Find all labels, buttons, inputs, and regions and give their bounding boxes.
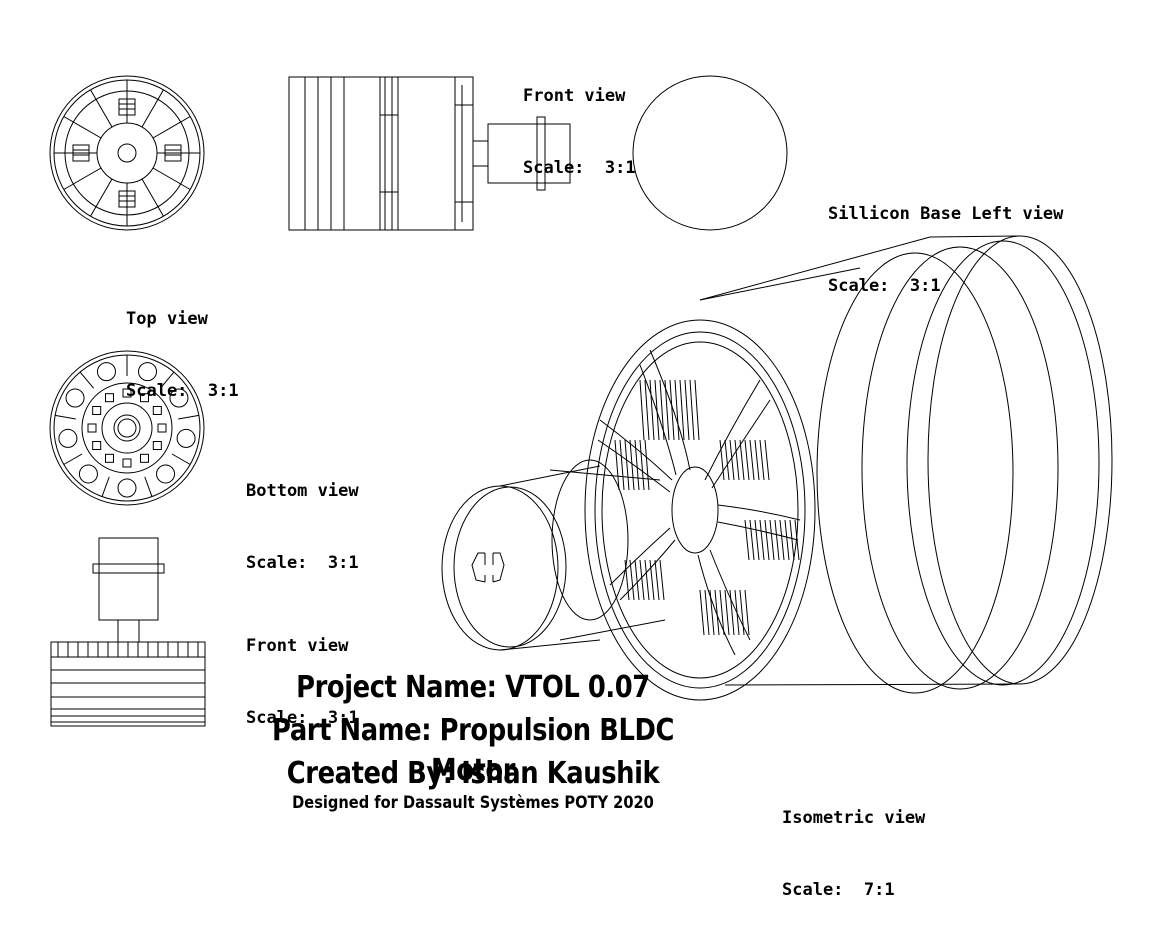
top-view-drawing (49, 75, 205, 231)
isometric-view-drawing (441, 235, 1113, 701)
project-name: Project Name: VTOL 0.07 (296, 670, 650, 705)
drawing-sheet (49, 75, 1113, 727)
view-name: Top view (126, 309, 208, 329)
view-name: Front view (523, 86, 626, 106)
view-scale: Scale: 3:1 (246, 553, 359, 573)
sillicon-base-left-view-drawing (632, 75, 788, 231)
view-label-sillicon-base-left: Sillicon Base Left view Scale: 3:1 (828, 154, 1063, 322)
view-scale: Scale: 3:1 (246, 708, 359, 728)
view-label-front-bottom: Front view Scale: 3:1 (246, 586, 359, 754)
view-name: Bottom view (246, 481, 359, 501)
view-label-isometric: Isometric view Scale: 7:1 (782, 758, 925, 926)
view-scale: Scale: 3:1 (126, 381, 239, 401)
view-name: Sillicon Base Left view (828, 204, 1064, 224)
view-name: Front view (246, 636, 349, 656)
view-label-front-top: Front view Scale: 3:1 (523, 36, 636, 204)
view-scale: Scale: 7:1 (782, 880, 895, 900)
front-view-top-drawing (288, 76, 571, 231)
bottom-view-drawing (49, 350, 205, 506)
view-label-bottom: Bottom view Scale: 3:1 (246, 431, 359, 599)
view-name: Isometric view (782, 808, 926, 828)
author: Created By: Ishan Kaushik (286, 756, 660, 791)
view-label-top: Top view Scale: 3:1 (126, 259, 239, 427)
view-scale: Scale: 3:1 (828, 276, 941, 296)
view-scale: Scale: 3:1 (523, 158, 636, 178)
front-view-bottom-drawing (50, 537, 206, 727)
design-note: Designed for Dassault Systèmes POTY 2020 (292, 793, 654, 813)
part-name: Part Name: Propulsion BLDC Motor (272, 713, 674, 788)
